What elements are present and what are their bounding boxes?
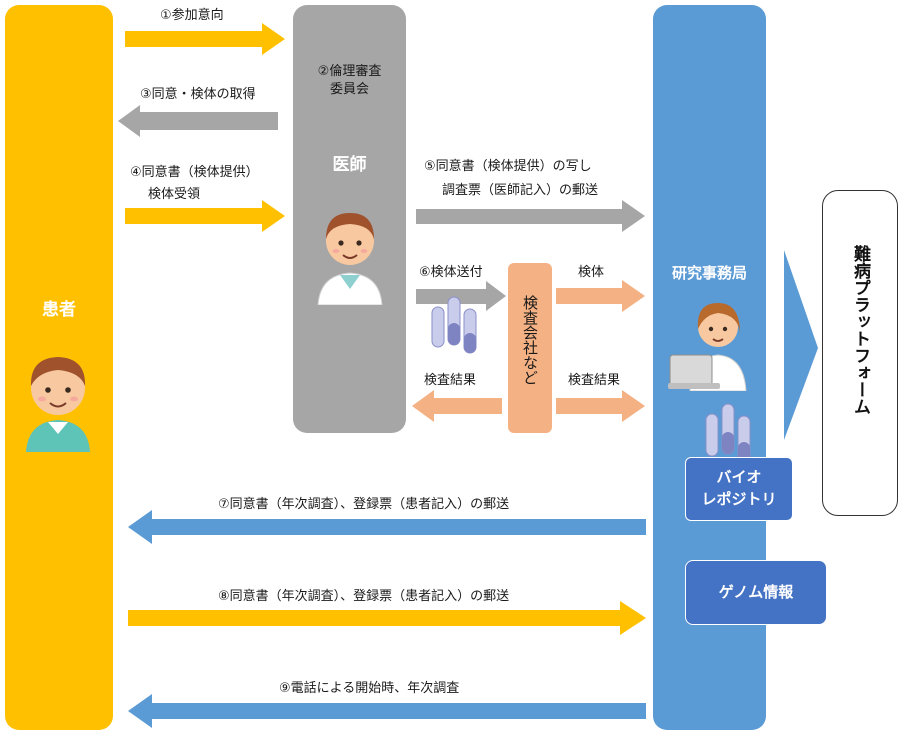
biorepository-box: バイオ レポジトリ [685,457,793,521]
flow5-label-line2: 調査票（医師記入）の郵送 [442,183,599,198]
arrow-lab-sample [556,280,645,312]
biorepository-line1: バイオ [716,468,762,486]
flow6-label: ⑥検体送付 [419,265,483,280]
arrow-to-platform [784,250,818,440]
lab-sample-label: 検体 [578,265,605,280]
arrow-consent-form [125,200,285,232]
arrow-participation [125,23,285,55]
arrow-copy-mailing [416,200,645,232]
arrow-annual-survey-out [128,510,646,544]
genome-info-label: ゲノム情報 [718,583,794,601]
office-label: 研究事務局 [671,264,747,282]
flow4-label-line1: ④同意書（検体提供） [130,165,259,180]
flow5-label-line1: ⑤同意書（検体提供）の写し [424,159,592,174]
flow9-label: ⑨電話による開始時、年次調査 [279,681,460,696]
lab-result-doctor-label: 検査結果 [424,373,477,388]
arrow-annual-survey-in [128,601,646,635]
lab-result-office-label: 検査結果 [568,373,621,388]
test-tubes-icon [431,296,477,354]
arrow-consent-sample [118,105,278,137]
patient-label: 患者 [42,300,76,320]
lab-box [508,263,552,433]
platform-box [822,190,898,516]
flow1-label: ①参加意向 [160,8,224,23]
platform-label: 難病プラットフォーム [850,245,870,415]
ethics-line1: ②倫理審査 [317,64,382,79]
researcher-at-laptop-icon [668,303,747,391]
flow3-label: ③同意・検体の取得 [140,87,256,102]
repository-tubes-icon [705,403,751,463]
arrow-phone-survey [128,694,646,728]
biorepository-line2: レポジトリ [701,490,777,508]
arrow-sample-send [416,281,506,311]
doctor-person-icon [317,213,383,305]
flow4-label-line2: 検体受領 [148,187,201,202]
patient-person-icon [26,357,90,452]
doctor-label: 医師 [332,155,367,175]
ethics-committee-label: ②倫理審査 委員会 [293,63,406,99]
arrow-lab-result-office [556,390,645,422]
flow7-label: ⑦同意書（年次調査）、登録票（患者記入）の郵送 [218,497,510,512]
ethics-line2: 委員会 [329,82,369,97]
arrow-lab-result-doctor [412,390,502,422]
genome-info-box: ゲノム情報 [685,560,827,625]
lab-label: 検査会社など [521,295,539,385]
flow8-label: ⑧同意書（年次調査）、登録票（患者記入）の郵送 [218,589,510,604]
